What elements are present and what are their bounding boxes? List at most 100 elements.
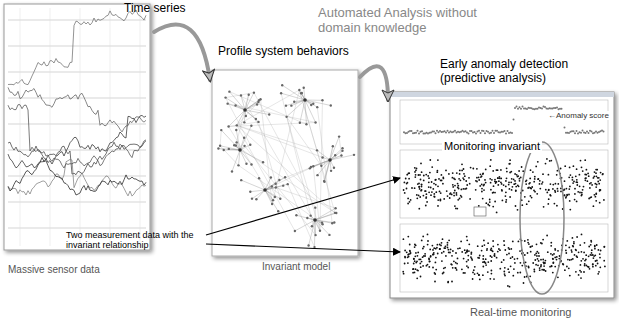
measurement-dot: [509, 248, 511, 250]
graph-node: [250, 125, 252, 127]
measurement-dot: [581, 192, 583, 194]
measurement-dot: [476, 177, 478, 179]
score-dot: [522, 106, 524, 108]
measurement-dot: [539, 180, 541, 182]
measurement-dot: [511, 189, 513, 191]
panel-node: Early anomaly detection (predictive anal…: [388, 58, 617, 322]
measurement-dot: [535, 264, 537, 266]
graph-edge: [237, 125, 335, 212]
measurement-dot: [494, 201, 496, 203]
measurement-dot: [538, 178, 540, 180]
measurement-dot: [505, 199, 507, 201]
measurement-dot: [430, 194, 432, 196]
graph-node: [300, 92, 302, 94]
measurement-dot: [569, 275, 571, 277]
measurement-dot: [584, 159, 586, 161]
measurement-dot: [478, 179, 480, 181]
measurement-dot: [585, 174, 587, 176]
measurement-dot: [587, 173, 589, 175]
leader-arrow: [206, 178, 400, 235]
measurement-dot: [594, 171, 596, 173]
measurement-dot: [425, 197, 427, 199]
measurement-dot: [496, 257, 498, 259]
measurement-dot: [493, 185, 495, 187]
theme-note: Automated Analysis without domain knowle…: [318, 6, 478, 36]
graph-edge: [315, 220, 334, 223]
measurement-dot: [406, 183, 408, 185]
measurement-dot: [501, 261, 503, 263]
measurement-dot: [546, 235, 548, 237]
measurement-dot: [532, 171, 534, 173]
measurement-dot: [482, 258, 484, 260]
measurement-dot: [513, 183, 515, 185]
measurement-dot: [447, 242, 449, 244]
measurement-dot: [585, 179, 587, 181]
measurement-dot: [603, 199, 605, 201]
measurement-dot: [573, 241, 575, 243]
measurement-dot: [443, 267, 445, 269]
graph-node: [274, 183, 276, 185]
graph-node: [299, 122, 301, 124]
measurement-dot: [418, 186, 420, 188]
measurement-dot: [557, 188, 559, 190]
measurement-dot: [510, 171, 512, 173]
measurement-dot: [545, 260, 547, 262]
measurement-dot: [493, 255, 495, 257]
graph-edge: [265, 186, 283, 190]
measurement-dot: [495, 182, 497, 184]
score-dot: [544, 106, 546, 108]
measurement-dot: [487, 242, 489, 244]
measurement-dot: [453, 178, 455, 180]
graph-edge: [245, 99, 261, 110]
measurement-dot: [591, 252, 593, 254]
measurement-dot: [462, 177, 464, 179]
measurement-dot: [489, 205, 491, 207]
measurement-dot: [500, 169, 502, 171]
measurement-dot: [599, 190, 601, 192]
measurement-dot: [463, 258, 465, 260]
measurement-dot: [469, 198, 471, 200]
measurement-dot: [492, 192, 494, 194]
measurement-dot: [474, 273, 476, 275]
graph-node: [257, 101, 259, 103]
measurement-dot: [419, 263, 421, 265]
measurement-dot: [562, 264, 564, 266]
graph-node: [328, 234, 330, 236]
graph-node: [238, 148, 242, 152]
graph-node: [275, 186, 277, 188]
graph-edge: [261, 99, 273, 204]
measurement-dot: [480, 176, 482, 178]
measurement-dot: [514, 180, 516, 182]
score-dot: [421, 130, 423, 132]
measurement-dot: [457, 199, 459, 201]
measurement-dot: [506, 171, 508, 173]
measurement-dot: [599, 266, 601, 268]
measurement-dot: [549, 194, 551, 196]
popup-box: [474, 207, 486, 216]
measurement-dot: [511, 178, 513, 180]
measurement-dot: [441, 174, 443, 176]
graph-node: [285, 116, 287, 118]
measurement-dot: [417, 252, 419, 254]
measurement-dot: [434, 179, 436, 181]
measurement-dot: [440, 200, 442, 202]
measurement-dot: [489, 165, 491, 167]
panel-caption: Real-time monitoring: [470, 306, 600, 319]
measurement-dot: [466, 184, 468, 186]
measurement-dot: [435, 184, 437, 186]
graph-edge: [287, 117, 322, 166]
graph-edge: [237, 90, 300, 125]
measurement-dot: [478, 274, 480, 276]
measurement-dot: [431, 166, 433, 168]
graph-edge: [218, 148, 240, 150]
measurement-dot: [474, 266, 476, 268]
measurement-dot: [491, 179, 493, 181]
graph-node: [249, 144, 251, 146]
measurement-dot: [566, 240, 568, 242]
measurement-dot: [539, 269, 541, 271]
text-holder: Profile system behaviors: [218, 45, 362, 59]
measurement-dot: [542, 259, 544, 261]
graph-node: [255, 118, 257, 120]
measurement-dot: [425, 190, 427, 192]
measurement-dot: [414, 272, 416, 274]
